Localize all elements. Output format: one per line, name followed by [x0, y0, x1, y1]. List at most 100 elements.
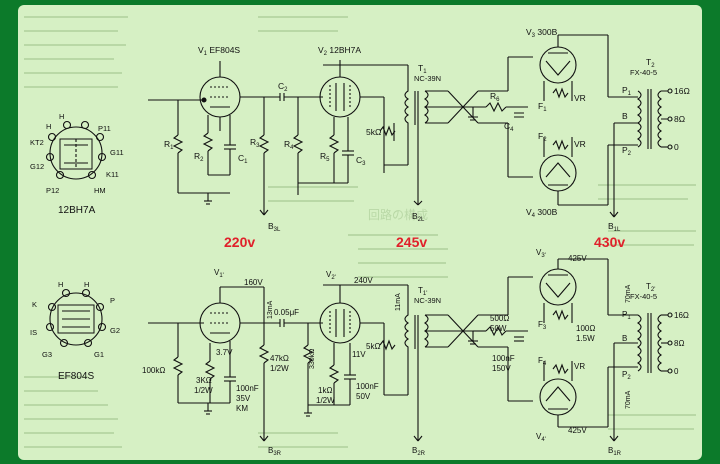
v425-bot-label: 425V — [568, 426, 587, 435]
t2p-type: FX-40-5 — [630, 292, 657, 301]
b3r-label: B3R — [268, 446, 282, 457]
bottom-schematic — [148, 258, 673, 442]
f3-label: F3 — [538, 320, 547, 331]
c4-label: C4 — [504, 121, 514, 133]
f4-label: F4 — [538, 356, 547, 367]
r100-w-label: 1.5W — [576, 334, 595, 343]
r6-label: R6 — [490, 91, 500, 103]
sec-res-label: 5kΩ — [366, 127, 381, 137]
voltage-430v: 430v — [594, 234, 625, 250]
t1p-type: NC-39N — [414, 296, 441, 305]
f2-label: F2 — [538, 131, 547, 143]
t1-label: T1 — [418, 63, 427, 75]
r500-w-label: 50W — [490, 324, 507, 333]
pin-kt2: KT2 — [30, 138, 44, 147]
v11-label: 11V — [352, 350, 366, 359]
out-16p-label: 16Ω — [674, 311, 689, 320]
r5-label: R5 — [320, 151, 330, 163]
r47k-w-label: 1/2W — [270, 364, 289, 373]
i11ma-label: 11mA — [395, 293, 402, 311]
c100n-label: 100nF — [236, 384, 259, 393]
r100k-label: 100kΩ — [142, 366, 165, 375]
pin-p11: P11 — [98, 124, 111, 133]
b-tap-p-label: B — [622, 334, 627, 343]
p2p-label: P2 — [622, 370, 631, 381]
v1p-label: V1' — [214, 268, 224, 279]
r5k-label: 5kΩ — [366, 342, 380, 351]
v37-label: 3.7V — [216, 348, 233, 357]
ef-pin-g3: G3 — [42, 350, 52, 359]
out-8-label: 8Ω — [674, 114, 685, 124]
ghost-heading: 回路の構成 — [368, 207, 428, 222]
ef-pin-g1: G1 — [94, 350, 104, 359]
out-8p-label: 8Ω — [674, 339, 684, 348]
r1k-label: 1kΩ — [318, 386, 332, 395]
schematic-drawing: 回路の構成 H P11 G11 K11 HM P12 G12 KT2 H 12B… — [24, 16, 696, 457]
c3-100n-label: 100nF — [492, 354, 515, 363]
out-0-label: 0 — [674, 142, 679, 152]
pinout-12bh7a-title: 12BH7A — [58, 205, 96, 216]
pinout-ef804s-title: EF804S — [58, 371, 94, 382]
b2l-label: B2L — [412, 211, 425, 223]
p1p-label: P1 — [622, 310, 631, 321]
r1k-w-label: 1/2W — [316, 396, 335, 405]
t2p-label: T2' — [646, 282, 655, 293]
ef-pin-h-b: H — [84, 280, 89, 289]
v3p-label: V3' — [536, 248, 546, 259]
p2-label: P2 — [622, 145, 632, 157]
r2-label: R2 — [194, 151, 204, 163]
pinout-12bh7a — [45, 120, 107, 180]
i13ma-label: 13mA — [267, 300, 274, 319]
c005-label: 0.05μF — [274, 308, 299, 317]
c2-label: C2 — [278, 81, 288, 93]
ef-pin-g2: G2 — [110, 326, 120, 335]
v2p-label: V2' — [326, 270, 336, 281]
pinout-ef804s — [45, 288, 107, 348]
r4-label: R4 — [284, 139, 294, 151]
pin-g11: G11 — [110, 148, 124, 157]
c3-100n-v-label: 150V — [492, 364, 511, 373]
v425-top-label: 425V — [568, 254, 587, 263]
vr-bottom-label: VR — [574, 362, 585, 371]
t2-type: FX-40-5 — [630, 68, 657, 77]
pin-h-a: H — [59, 112, 64, 121]
c1-label: C1 — [238, 153, 248, 165]
t1-type: NC-39N — [414, 74, 441, 83]
t2-label: T2 — [646, 57, 655, 69]
schematic-sheet: 回路の構成 H P11 G11 K11 HM P12 G12 KT2 H 12B… — [18, 5, 702, 460]
b-tap-label: B — [622, 111, 628, 121]
vr-bot-label: VR — [574, 139, 586, 149]
pin-h-b: H — [46, 122, 51, 131]
ef-pin-is: IS — [30, 328, 37, 337]
b3l-label: B3L — [268, 221, 281, 233]
ef-pin-k: K — [32, 300, 37, 309]
out-0p-label: 0 — [674, 367, 679, 376]
b1l-label: B1L — [608, 221, 621, 233]
v2-label: V2 12BH7A — [318, 45, 361, 57]
r330k-label: 330kΩ — [309, 349, 316, 369]
c3-label: C3 — [356, 155, 366, 167]
i70ma-top-label: 70mA — [625, 284, 632, 303]
c2-100n-v-label: 50V — [356, 392, 371, 401]
ef-pin-p: P — [110, 296, 115, 305]
r3k-label: 3KΩ — [196, 376, 212, 385]
voltage-220v: 220v — [224, 234, 255, 250]
voltage-245v: 245v — [396, 234, 427, 250]
pin-hm: HM — [94, 186, 106, 195]
ef-pin-h-a: H — [58, 280, 63, 289]
r3k-w-label: 1/2W — [194, 386, 213, 395]
b1r-label: B1R — [608, 446, 622, 457]
i70ma-bot-label: 70mA — [625, 390, 632, 409]
b2r-label: B2R — [412, 446, 426, 457]
pin-p12: P12 — [46, 186, 59, 195]
r500-label: 500Ω — [490, 314, 509, 323]
t1p-label: T1' — [418, 286, 427, 297]
r47k-label: 47kΩ — [270, 354, 289, 363]
v240-label: 240V — [354, 276, 373, 285]
v4-label: V4 300B — [526, 207, 558, 219]
background-print — [24, 16, 696, 448]
f1-label: F1 — [538, 101, 547, 113]
c100n-v-label: 35V — [236, 394, 251, 403]
c2-100n-label: 100nF — [356, 382, 379, 391]
